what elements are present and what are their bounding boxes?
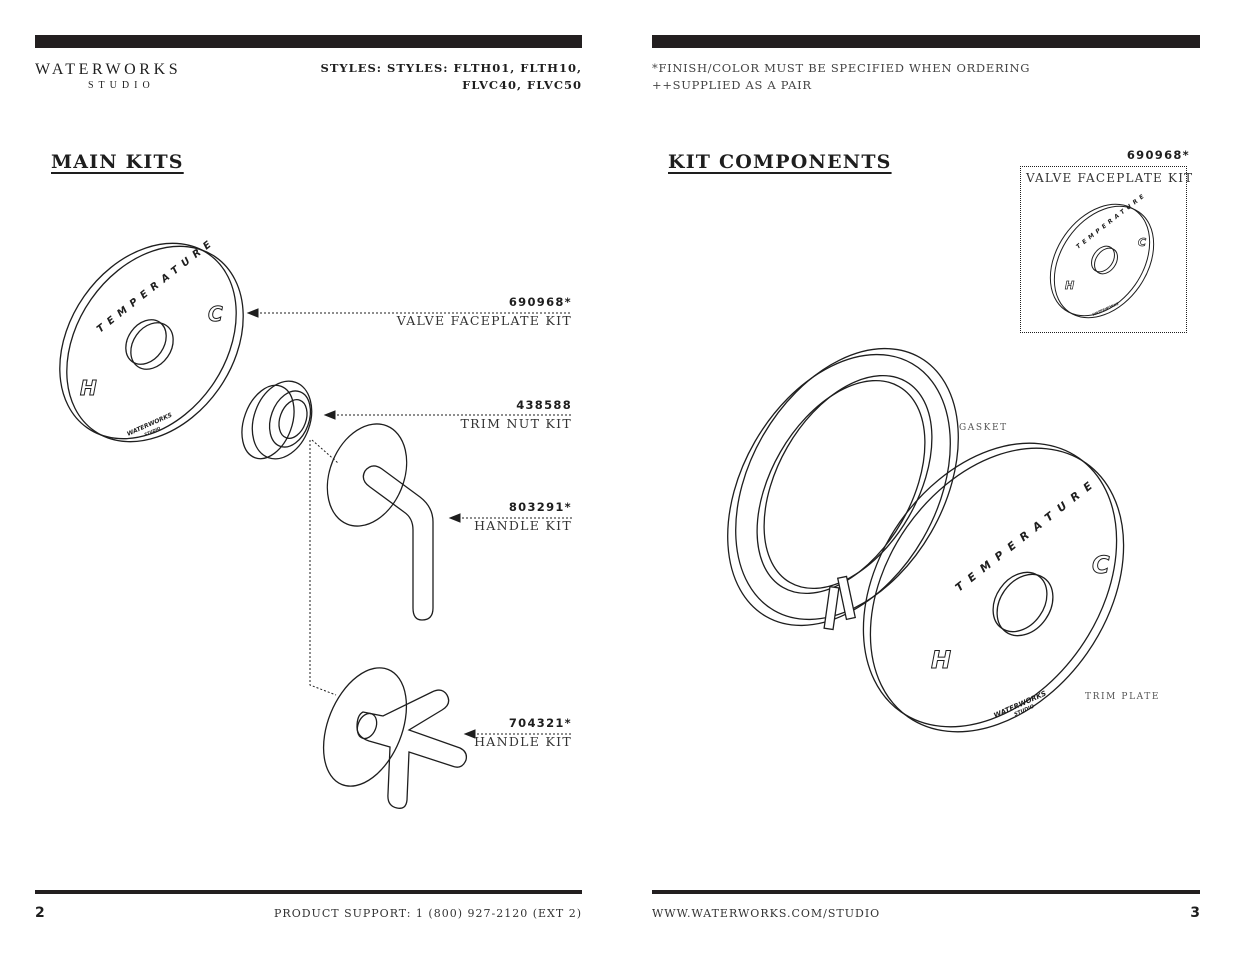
bottom-rule-right bbox=[652, 890, 1200, 894]
bottom-rule-left bbox=[35, 890, 582, 894]
trim-plate-illustration bbox=[862, 442, 1125, 733]
callout-valve-faceplate: 690968* VALVE FACEPLATE KIT bbox=[372, 295, 572, 328]
brand-logo-sub: STUDIO bbox=[88, 80, 155, 91]
part-name: TRIM NUT KIT bbox=[460, 416, 572, 431]
kit-components-heading: KIT COMPONENTS bbox=[668, 151, 892, 173]
callout-lever-handle: 803291* HANDLE KIT bbox=[372, 500, 572, 533]
callout-cross-handle: 704321* HANDLE KIT bbox=[372, 716, 572, 749]
note-finish: *FINISH/COLOR MUST BE SPECIFIED WHEN ORD… bbox=[652, 61, 1031, 75]
faceplate-cold-text: C bbox=[208, 302, 223, 326]
brand-logo-main: WATERWORKS bbox=[35, 61, 182, 78]
faceplate-brand-sub-text: STUDIO bbox=[143, 425, 161, 437]
trim-plate-temperature-text: TEMPERATURE bbox=[953, 475, 1101, 595]
inset-hot-text: H bbox=[1065, 279, 1074, 292]
part-number: 704321* bbox=[508, 716, 572, 730]
part-number: 803291* bbox=[508, 500, 572, 514]
part-number: 438588 bbox=[516, 398, 572, 412]
inset-part-number: 690968* bbox=[1126, 148, 1190, 162]
product-support-text: PRODUCT SUPPORT: 1 (800) 927-2120 (EXT 2… bbox=[274, 907, 582, 920]
styles-list: STYLES: STYLES: FLTH01, FLTH10, FLVC40, … bbox=[300, 60, 582, 94]
part-name: HANDLE KIT bbox=[474, 734, 572, 749]
cross-handle-illustration bbox=[322, 667, 468, 809]
part-name: VALVE FACEPLATE KIT bbox=[396, 313, 572, 328]
note-pair: ++SUPPLIED AS A PAIR bbox=[652, 78, 812, 92]
trim-plate-cold-text: C bbox=[1092, 551, 1110, 579]
inset-box: VALVE FACEPLATE KIT bbox=[1020, 166, 1192, 333]
trim-nut-illustration bbox=[241, 380, 313, 460]
inset-part-name: VALVE FACEPLATE KIT bbox=[1026, 171, 1194, 185]
kit-components-illustration: TEMPERATURE H C WATERWORKS STUDIO bbox=[727, 347, 1125, 733]
inset-faceplate-illustration: TEMPERATURE H C WATERWORKS bbox=[1049, 191, 1155, 319]
website-link[interactable]: WWW.WATERWORKS.COM/STUDIO bbox=[652, 907, 881, 920]
page-number-left: 2 bbox=[35, 905, 45, 921]
main-kits-illustration: TEMPERATURE H C WATERWORKS STUDIO bbox=[59, 236, 572, 809]
valve-faceplate-illustration bbox=[59, 242, 244, 443]
styles-line-2: FLVC40, FLVC50 bbox=[462, 78, 582, 92]
styles-line-1: STYLES: STYLES: FLTH01, FLTH10, bbox=[320, 61, 582, 75]
faceplate-hot-text: H bbox=[80, 376, 97, 400]
callout-trim-nut: 438588 TRIM NUT KIT bbox=[372, 398, 572, 431]
inset-cold-text: C bbox=[1138, 236, 1146, 249]
part-number: 690968* bbox=[508, 295, 572, 309]
ordering-notes: *FINISH/COLOR MUST BE SPECIFIED WHEN ORD… bbox=[652, 60, 1030, 94]
gasket-label: GASKET bbox=[959, 423, 1008, 433]
main-kits-heading: MAIN KITS bbox=[51, 151, 184, 173]
top-rule-left bbox=[35, 35, 582, 48]
lever-handle-illustration bbox=[326, 423, 434, 621]
top-rule-right bbox=[652, 35, 1200, 48]
part-name: HANDLE KIT bbox=[474, 518, 572, 533]
page-number-right: 3 bbox=[1190, 905, 1200, 921]
gasket-illustration bbox=[727, 347, 959, 631]
trim-plate-hot-text: H bbox=[931, 646, 951, 674]
trim-plate-label: TRIM PLATE bbox=[1085, 692, 1161, 702]
